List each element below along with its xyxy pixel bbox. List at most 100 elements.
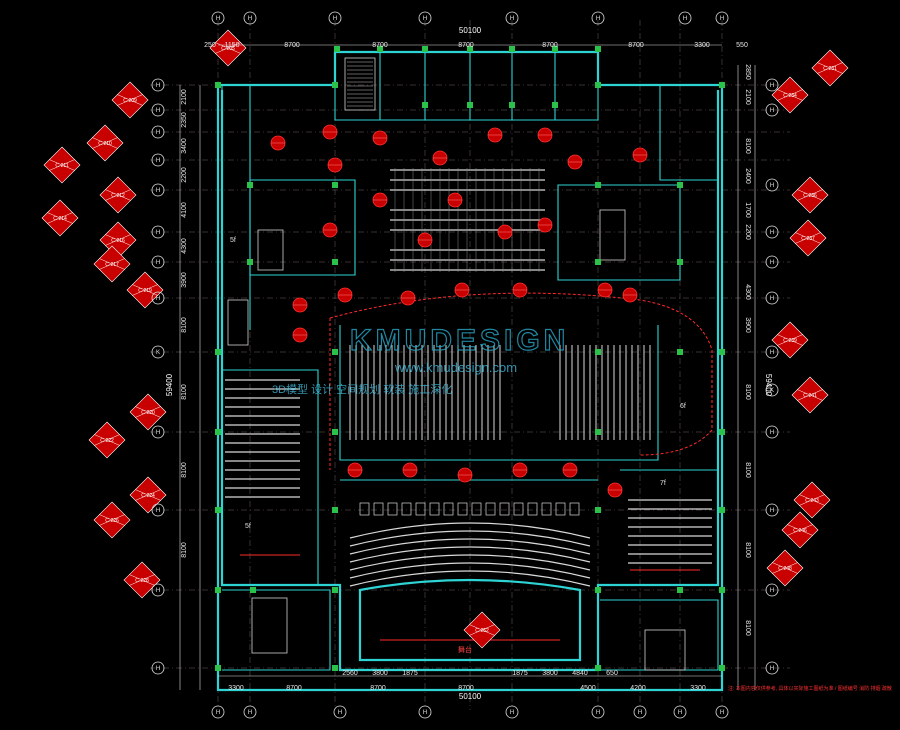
dimension-label: 4300 (181, 238, 188, 254)
tag-id-label: C-243 (805, 498, 819, 504)
axis-bubble-label: H (638, 710, 642, 716)
dimension-label: 8700 (370, 685, 386, 692)
dimension-label: 1875 (402, 670, 418, 677)
total-width-top: 50100 (459, 26, 482, 35)
axis-bubble-label: H (216, 16, 220, 22)
tag-id-label: C-211 (55, 163, 68, 169)
axis-bubble-label: H (770, 296, 774, 302)
detail-callout-tag: C-224 (129, 476, 167, 514)
tag-id-label: C-248 (778, 566, 792, 572)
detail-callout-tag: C-210 (86, 124, 124, 162)
watermark-url: www.kmudesign.com (394, 360, 517, 375)
axis-bubble-label: H (156, 260, 160, 266)
dimension-label: 8700 (458, 42, 474, 49)
axis-bubble-label: H (338, 710, 342, 716)
axis-bubble-label: H (510, 710, 514, 716)
tag-id-label: C-219 (138, 288, 152, 294)
dimension-label: 650 (606, 670, 618, 677)
detail-callout-tag: C-211 (43, 146, 81, 184)
axis-bubble-label: H (770, 508, 774, 514)
axis-bubble-label: H (156, 230, 160, 236)
detail-callout-tag: C-212 (99, 176, 137, 214)
axis-bubble-label: H (770, 350, 774, 356)
stage-label: 舞台 (458, 645, 472, 654)
detail-callout-tag: C-237 (789, 219, 827, 257)
tag-id-label: C-234 (783, 93, 797, 99)
axis-bubble-label: H (156, 130, 160, 136)
dimension-label: 4500 (580, 685, 596, 692)
dimension-label: 2400 (744, 168, 751, 184)
detail-callout-tag: C-217 (93, 245, 131, 283)
detail-callout-tag: C-214 (41, 199, 79, 237)
axis-bubble-label: K (770, 388, 774, 394)
tag-id-label: C-214 (53, 216, 67, 222)
dimension-label: 2200 (181, 167, 188, 183)
tag-id-label: C-241 (803, 393, 817, 399)
dimension-label: 8700 (458, 685, 474, 692)
detail-callout-tag: C-231 (811, 49, 849, 87)
dimension-label: 3300 (694, 42, 710, 49)
detail-callout-tag: C-248 (766, 549, 804, 587)
axis-bubble-label: H (423, 710, 427, 716)
detail-callout-tag: C-219 (126, 271, 164, 309)
dimension-label: 4200 (630, 685, 646, 692)
axis-bubble-label: H (770, 183, 774, 189)
dimension-label: 3300 (690, 685, 706, 692)
axis-bubble-label: H (216, 710, 220, 716)
detail-callout-tag: C-220 (129, 393, 167, 431)
dimension-label: 8700 (542, 42, 558, 49)
tag-id-label: C-205 (221, 46, 235, 52)
axis-bubble-label: H (596, 710, 600, 716)
dimension-label: 2350 (181, 112, 188, 128)
axis-bubble-label: H (770, 230, 774, 236)
dimension-label: 2100 (744, 89, 751, 105)
dimension-label: 3400 (181, 138, 188, 154)
axis-bubble-label: K (156, 350, 160, 356)
structural-columns (215, 46, 725, 671)
stairwells (227, 57, 686, 671)
dimension-label: 250 (204, 42, 216, 49)
room-label-4: 5f (230, 237, 236, 244)
detail-callout-tag: C-222 (88, 421, 126, 459)
dimension-label: 2850 (744, 64, 751, 80)
detail-callout-tag: C-246 (781, 511, 819, 549)
axis-bubble-label: H (510, 16, 514, 22)
tag-id-label: C-209 (123, 98, 137, 104)
dimension-label: 4300 (744, 284, 751, 300)
tag-id-label: C-231 (823, 66, 837, 72)
watermark-brand: KMUDESIGN (350, 324, 569, 357)
dimension-label: 8700 (284, 42, 300, 49)
axis-bubble-label: H (683, 16, 687, 22)
axis-bubble-label: H (156, 588, 160, 594)
auditorium-seating (225, 168, 712, 587)
tag-id-label: C-220 (141, 410, 155, 416)
axis-bubble-label: H (596, 16, 600, 22)
tag-id-label: C-212 (111, 193, 125, 199)
axis-bubble-label: H (156, 158, 160, 164)
total-width-bottom: 50100 (459, 692, 482, 701)
tag-id-label: C-226 (105, 518, 119, 524)
axis-bubble-label: H (248, 710, 252, 716)
dimension-label: 8100 (181, 542, 188, 558)
detail-callout-tags: C-205C-209C-210C-211C-212C-214C-216C-217… (41, 29, 849, 649)
tag-id-label: C-210 (98, 141, 112, 147)
axis-bubble-label: H (156, 108, 160, 114)
tag-id-label: C-224 (141, 493, 155, 499)
axis-bubble-label: H (770, 83, 774, 89)
detail-callout-tag: C-226 (93, 501, 131, 539)
axis-bubble-label: H (333, 16, 337, 22)
room-label-1: 5f (245, 523, 251, 530)
detail-callout-tag: C-252 (463, 611, 501, 649)
dimension-label: 3900 (181, 272, 188, 288)
room-label-2: 7f (660, 480, 666, 487)
dimension-label: 1875 (512, 670, 528, 677)
room-labels: 5f 7f 6f 5f 舞台 (230, 237, 686, 654)
axis-bubble-label: H (770, 588, 774, 594)
axis-bubble-label: H (770, 260, 774, 266)
dimension-label: 3300 (228, 685, 244, 692)
axis-bubble-label: H (156, 296, 160, 302)
tag-id-label: C-246 (793, 528, 807, 534)
dimension-label: 550 (736, 42, 748, 49)
